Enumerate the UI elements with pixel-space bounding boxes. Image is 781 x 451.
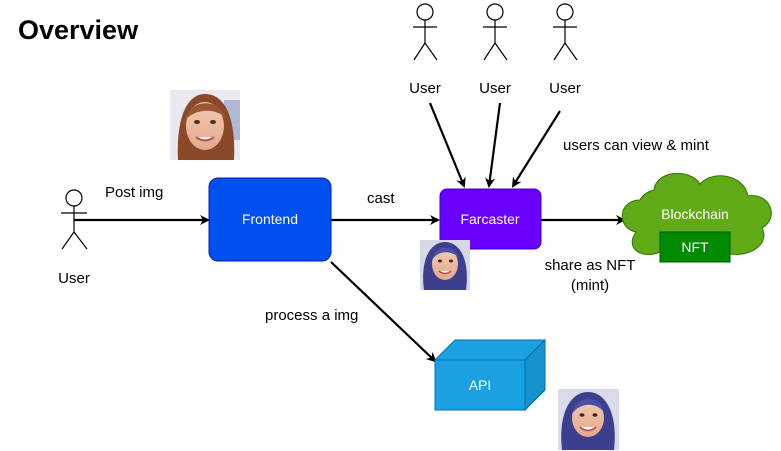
user3-to-farcaster-arrow — [511, 110, 561, 188]
user2-to-farcaster-arrow — [485, 102, 502, 188]
users-view-mint-label: users can view & mint — [563, 137, 710, 154]
cast-label: cast — [367, 190, 395, 207]
top-user-actor-1: User — [409, 3, 441, 97]
top-user-actor-3: User — [549, 3, 581, 97]
user-head-icon — [416, 3, 434, 21]
user1-to-farcaster-arrow — [428, 102, 466, 188]
left-user-label: User — [58, 270, 90, 287]
top-user-label: User — [479, 80, 511, 97]
farcaster-label: Farcaster — [460, 211, 519, 227]
user-head-icon — [556, 3, 574, 21]
top-user-label: User — [549, 80, 581, 97]
user-head-icon — [65, 189, 83, 207]
api-label: API — [469, 377, 492, 393]
portrait-photo-blue-hair — [420, 240, 470, 290]
portrait-photo — [170, 90, 240, 160]
left-user-actor: User — [58, 189, 90, 287]
share-nft-mint-label: (mint) — [571, 277, 609, 294]
frontend-node[interactable]: Frontend — [208, 177, 332, 262]
page-title: Overview — [18, 15, 139, 45]
top-user-label: User — [409, 80, 441, 97]
share-nft-label: share as NFT — [545, 257, 636, 274]
process-img-arrow — [330, 261, 437, 363]
farcaster-node[interactable]: Farcaster — [439, 188, 542, 250]
top-user-actor-2: User — [479, 3, 511, 97]
user-head-icon — [486, 3, 504, 21]
blockchain-node[interactable]: Blockchain — [621, 172, 772, 263]
process-img-label: process a img — [265, 307, 358, 324]
blockchain-label: Blockchain — [661, 206, 729, 222]
api-node[interactable]: API — [433, 338, 547, 412]
nft-node[interactable]: NFT — [659, 231, 731, 263]
portrait-photo-blue-hair — [558, 389, 619, 450]
nft-label: NFT — [681, 239, 709, 255]
frontend-label: Frontend — [242, 211, 298, 227]
post-img-label: Post img — [105, 184, 163, 201]
